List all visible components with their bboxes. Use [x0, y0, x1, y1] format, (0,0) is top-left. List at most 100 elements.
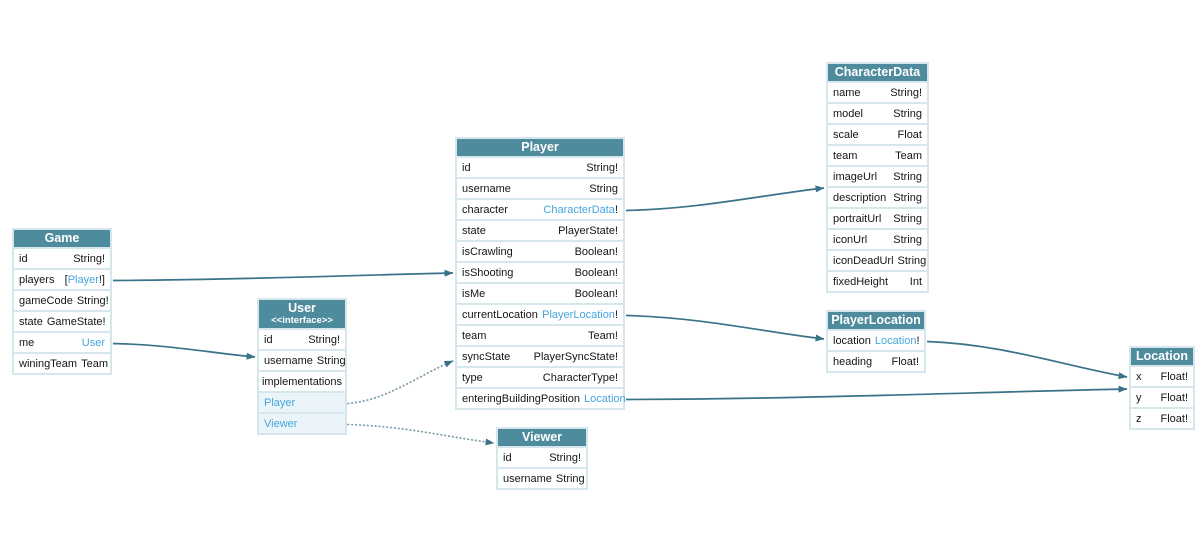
edge-playerlocation-location-to-location[interactable]	[926, 340, 1128, 379]
type-link-location[interactable]: Location	[874, 334, 917, 347]
field-type: String!	[890, 86, 922, 99]
edge-player-currentlocation-to-playerlocation[interactable]	[625, 314, 825, 342]
field-type: String!	[586, 161, 618, 174]
edge-game-players-to-player[interactable]	[112, 269, 454, 282]
node-header-game[interactable]: Game	[14, 230, 110, 247]
field-name: username	[264, 354, 313, 367]
implementation-link-viewer[interactable]: Viewer	[264, 417, 298, 430]
field-type: PlayerSyncState!	[533, 350, 618, 363]
field-type: [Player!]	[65, 274, 105, 286]
field-type: CharacterType!	[542, 371, 618, 384]
type-link-characterdata[interactable]: CharacterData	[543, 203, 615, 216]
field-name: character	[462, 203, 508, 216]
edge-player-character-to-characterdata[interactable]	[625, 185, 825, 212]
field-name: state	[462, 224, 486, 237]
edge-game-me-to-user[interactable]	[112, 342, 256, 360]
type-wrapper-text: !	[614, 308, 618, 321]
node-title: Location	[1135, 348, 1189, 363]
field-type: Int	[909, 275, 922, 288]
field-type: Boolean!	[574, 266, 618, 279]
field-name: currentLocation	[462, 308, 538, 321]
node-title: CharacterData	[834, 64, 921, 79]
field-type: Float!	[1160, 412, 1188, 425]
node-header-characterdata[interactable]: CharacterData	[828, 64, 927, 81]
node-title: Player	[521, 139, 559, 154]
field-row-model[interactable]: model String	[828, 104, 927, 123]
node-header-user[interactable]: User<<interface>>	[259, 300, 345, 328]
field-row-state[interactable]: state PlayerState!	[457, 221, 623, 240]
type-link-location[interactable]: Location	[584, 392, 626, 405]
node-title: PlayerLocation	[831, 312, 921, 327]
field-name: id	[264, 333, 273, 346]
field-name: isMe	[462, 287, 486, 300]
type-link-playerlocation[interactable]: PlayerLocation	[542, 308, 615, 321]
node-header-playerlocation[interactable]: PlayerLocation	[828, 312, 924, 329]
field-name: team	[833, 149, 858, 162]
field-name: x	[1136, 370, 1142, 383]
type-link-player[interactable]: Player	[67, 273, 99, 286]
edge-player-enteringbuildingposition-to-location[interactable]	[625, 385, 1128, 401]
field-type: String	[316, 354, 346, 367]
field-type: PlayerState!	[558, 224, 618, 237]
node-header-player[interactable]: Player	[457, 139, 623, 156]
edge-user-player-to-player[interactable]	[347, 360, 454, 405]
field-type: String!	[76, 294, 109, 307]
field-type: String	[589, 182, 618, 195]
implementation-link-player[interactable]: Player	[264, 396, 296, 409]
field-type: String	[555, 472, 585, 485]
node-header-location[interactable]: Location	[1131, 348, 1193, 365]
field-name: state	[19, 315, 43, 328]
node-header-viewer[interactable]: Viewer	[498, 429, 586, 446]
field-name: iconDeadUrl	[833, 254, 894, 267]
implementation-row-player[interactable]: Player	[259, 393, 345, 412]
field-type: Float!	[891, 355, 919, 368]
field-type: String	[893, 107, 922, 120]
type-link-user[interactable]: User	[81, 336, 105, 349]
field-name: team	[462, 329, 487, 342]
field-name: model	[833, 107, 863, 120]
implementation-row-viewer[interactable]: Viewer	[259, 414, 345, 433]
edge-user-viewer-to-viewer[interactable]	[347, 423, 495, 446]
field-type: String	[893, 170, 922, 183]
field-row-currentlocation[interactable]: currentLocation PlayerLocation!	[457, 305, 623, 324]
field-type: String!	[549, 451, 581, 464]
field-row-players[interactable]: players[Player!]	[14, 270, 110, 289]
field-name: description	[833, 191, 887, 204]
